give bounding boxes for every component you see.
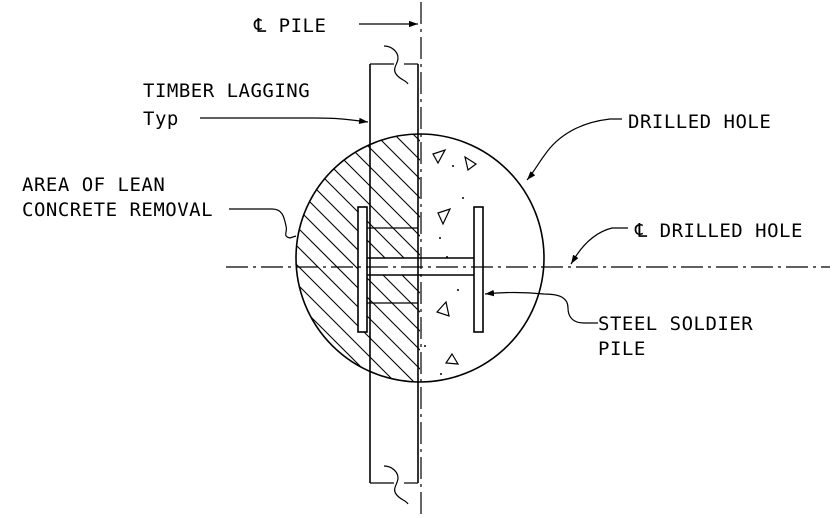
hatch-line: [431, 0, 834, 518]
hatch-line: [507, 0, 834, 518]
cl-drilled-hole-leader: [570, 227, 628, 265]
hatch-line: [735, 0, 834, 518]
steel-soldier-label-line2: PILE: [598, 338, 646, 360]
hatch-line: [296, 134, 420, 382]
cl-drilled-hole-label: ℄ DRILLED HOLE: [634, 220, 803, 242]
hatch-line: [830, 0, 834, 518]
hatch-line: [621, 0, 834, 518]
hatch-line: [526, 0, 834, 518]
hatch-line: [564, 0, 834, 518]
hatch-line: [773, 0, 834, 518]
drilled-hole-leader: [526, 118, 622, 181]
drilled-hole-label: DRILLED HOLE: [628, 111, 771, 133]
timber-lagging-label-line1: TIMBER LAGGING: [143, 80, 310, 102]
hatch-line: [545, 0, 834, 518]
hatch-line: [296, 134, 420, 382]
steel-soldier-leader: [484, 289, 598, 324]
hatch-line: [296, 134, 420, 382]
steel-pile-fill: [358, 207, 483, 332]
timber-lagging-label-line2: Typ: [143, 108, 179, 130]
concrete-aggregate-marks: [424, 148, 478, 375]
drilled-hole-circle: [295, 133, 545, 383]
hatch-line: [697, 0, 834, 518]
hatch-line: [640, 0, 834, 518]
break-symbol-bottom: [383, 465, 409, 505]
hatch-line: [678, 0, 834, 518]
area-lean-label-line1: AREA OF LEAN: [22, 174, 165, 196]
hatch-line: [469, 0, 834, 518]
steel-soldier-label-line1: STEEL SOLDIER: [598, 313, 753, 335]
hatch-line: [754, 0, 834, 518]
hatch-line: [296, 134, 420, 382]
hatch-line: [792, 0, 834, 518]
hatch-line: [488, 0, 834, 518]
area-lean-leader: [229, 208, 297, 239]
break-symbol-top: [383, 45, 409, 85]
hatch-line: [602, 0, 834, 518]
hatch-line: [296, 134, 420, 382]
hatch-line: [811, 0, 834, 518]
timber-lagging-leader: [200, 117, 369, 125]
hatch-line: [450, 0, 834, 518]
timber-lagging-lines: [369, 63, 419, 484]
hatch-line: [296, 134, 399, 382]
hatch-line: [296, 134, 418, 382]
hatch-line: [296, 134, 420, 382]
hatch-line: [583, 0, 834, 518]
cl-pile-label: ℄ PILE: [253, 15, 326, 37]
hatch-line: [716, 0, 834, 518]
hatch-line: [659, 0, 834, 518]
area-lean-label-line2: CONCRETE REMOVAL: [22, 199, 213, 221]
